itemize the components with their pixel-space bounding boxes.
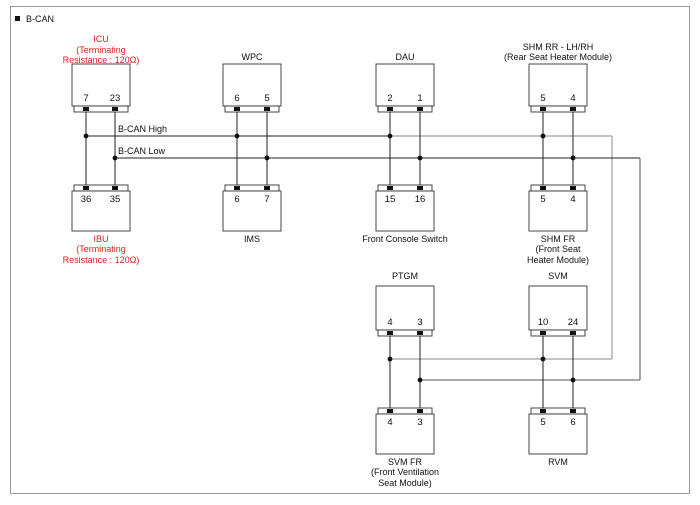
module-shm-rr: SHM RR - LH/RH (Rear Seat Heater Module)… (504, 42, 612, 113)
module-sub-1: (Rear Seat Heater Module) (504, 52, 612, 62)
module-name: SHM FR (541, 234, 576, 244)
pin-label: 7 (264, 194, 269, 205)
pin-label: 5 (540, 93, 545, 104)
pin-label: 5 (540, 194, 545, 205)
module-name: SHM RR - LH/RH (523, 42, 594, 52)
module-sub-2: Heater Module) (527, 255, 589, 265)
pin-label: 10 (538, 317, 549, 328)
module-shm-fr: 5 4 SHM FR (Front Seat Heater Module) (527, 184, 589, 265)
pin-label: 6 (234, 194, 239, 205)
pin-label: 1 (417, 93, 422, 104)
module-rvm: 5 6 RVM (528, 407, 588, 467)
module-svm-fr: 4 3 SVM FR (Front Ventilation Seat Modul… (371, 407, 439, 488)
bus-high-label: B-CAN High (118, 124, 167, 134)
module-wpc: WPC 6 5 (222, 52, 282, 113)
pin-label: 7 (83, 93, 88, 104)
pin-label: 4 (387, 417, 392, 428)
module-ims: 6 7 IMS (222, 184, 282, 244)
pin-label: 5 (540, 417, 545, 428)
pin-label: 4 (570, 194, 575, 205)
module-name: SVM FR (388, 457, 423, 467)
pin-label: 3 (417, 417, 422, 428)
module-sub-1: (Terminating (76, 45, 126, 55)
module-name: IBU (93, 234, 108, 244)
bus-low-label: B-CAN Low (118, 146, 166, 156)
module-name: WPC (242, 52, 263, 62)
module-sub-2: Resistance : 120Ω) (63, 55, 140, 65)
module-icu: ICU (Terminating Resistance : 120Ω) 7 23 (63, 34, 140, 113)
module-ibu: 36 35 IBU (Terminating Resistance : 120Ω… (63, 184, 140, 265)
module-svm: SVM 10 24 (528, 271, 588, 337)
pin-label: 6 (234, 93, 239, 104)
bus-low-line (115, 157, 641, 381)
pin-label: 36 (81, 194, 92, 205)
pin-label: 4 (570, 93, 575, 104)
pin-label: 23 (110, 93, 121, 104)
module-front-console-switch: 15 16 Front Console Switch (362, 184, 448, 244)
pin-label: 16 (415, 194, 426, 205)
pin-label: 24 (568, 317, 579, 328)
module-sub-1: (Front Ventilation (371, 467, 439, 477)
module-sub-1: (Terminating (76, 244, 126, 254)
pin-label: 15 (385, 194, 396, 205)
junction-dots (83, 133, 576, 383)
module-name: SVM (548, 271, 568, 281)
module-name: IMS (244, 234, 260, 244)
module-dau: DAU 2 1 (375, 52, 435, 113)
module-name: ICU (93, 34, 109, 44)
module-name: RVM (548, 457, 568, 467)
pin-label: 3 (417, 317, 422, 328)
module-sub-2: Resistance : 120Ω) (63, 255, 140, 265)
vertical-wires (85, 112, 574, 408)
module-name: PTGM (392, 271, 418, 281)
diagram-title: B-CAN (26, 14, 54, 24)
pin-label: 6 (570, 417, 575, 428)
pin-label: 5 (264, 93, 269, 104)
pin-label: 4 (387, 317, 392, 328)
pin-label: 35 (110, 194, 121, 205)
module-sub-2: Seat Module) (378, 478, 432, 488)
module-name: Front Console Switch (362, 234, 448, 244)
module-ptgm: PTGM 4 3 (375, 271, 435, 337)
diagram-frame (10, 6, 690, 494)
module-sub-1: (Front Seat (535, 244, 581, 254)
pin-label: 2 (387, 93, 392, 104)
title-bullet (15, 16, 20, 21)
module-name: DAU (395, 52, 414, 62)
